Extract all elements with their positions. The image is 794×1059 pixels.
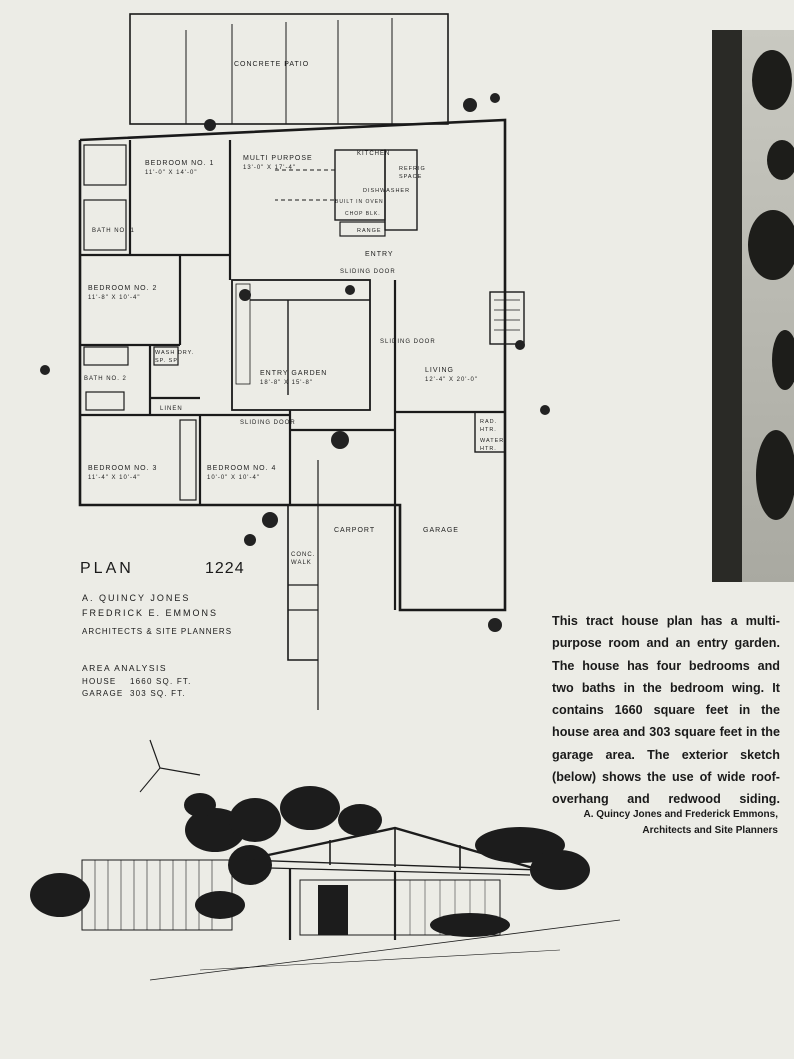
- area-row-garage: GARAGE 303 SQ. FT.: [82, 689, 186, 698]
- area-row-house: HOUSE 1660 SQ. FT.: [82, 677, 192, 686]
- label-water-htr: WATER: [480, 438, 504, 444]
- label-sliding-door-3: SLIDING DOOR: [340, 269, 396, 275]
- label-range: RANGE: [357, 228, 382, 234]
- label-bedroom-4-dim: 10'-0" X 10'-4": [207, 475, 260, 481]
- label-entry-garden-dim: 18'-8" X 15'-8": [260, 380, 313, 386]
- label-multi-purpose: MULTI PURPOSE: [243, 155, 313, 162]
- label-bedroom-2: BEDROOM NO. 2: [88, 285, 157, 292]
- label-bedroom-3-dim: 11'-4" X 10'-4": [88, 475, 140, 481]
- label-entry-garden: ENTRY GARDEN: [260, 370, 327, 377]
- area-value-garage: 303 SQ. FT.: [130, 689, 186, 698]
- architect-line-2: FREDRICK E. EMMONS: [82, 608, 219, 618]
- label-living: LIVING: [425, 367, 454, 374]
- caption-text: This tract house plan has a multi-purpos…: [552, 614, 780, 807]
- area-analysis-title: AREA ANALYSIS: [82, 663, 168, 673]
- exterior-sketch: [30, 739, 621, 981]
- label-dishwasher: DISHWASHER: [363, 188, 410, 194]
- area-label-garage: GARAGE: [82, 689, 124, 698]
- label-living-dim: 12'-4" X 20'-0": [425, 377, 478, 383]
- label-water-htr-2: HTR.: [480, 446, 497, 452]
- area-value-house: 1660 SQ. FT.: [130, 677, 192, 686]
- exterior-photo: [712, 30, 794, 582]
- architect-line-3: ARCHITECTS & SITE PLANNERS: [82, 627, 233, 636]
- label-chop-block: CHOP BLK.: [345, 211, 381, 217]
- caption-credit-line-2: Architects and Site Planners: [642, 825, 778, 836]
- label-refrig: REFRIG: [399, 166, 426, 172]
- label-garage: GARAGE: [423, 527, 459, 534]
- label-wash-dry: WASH DRY.: [155, 350, 194, 356]
- label-rad-htr: RAD.: [480, 419, 497, 425]
- label-conc-walk: CONC.: [291, 552, 315, 558]
- area-label-house: HOUSE: [82, 677, 117, 686]
- label-bedroom-4: BEDROOM NO. 4: [207, 465, 276, 472]
- label-conc-walk-2: WALK: [291, 560, 312, 566]
- label-entry: ENTRY: [365, 251, 394, 258]
- plan-title: PLAN: [80, 560, 134, 577]
- label-sliding-door-2: SLIDING DOOR: [240, 420, 296, 426]
- label-multi-purpose-dim: 13'-0" X 17'-4": [243, 165, 296, 171]
- architect-line-1: A. QUINCY JONES: [82, 593, 191, 603]
- label-bath-2: BATH NO. 2: [84, 376, 127, 382]
- label-bedroom-1: BEDROOM NO. 1: [145, 160, 214, 167]
- label-sliding-door: SLIDING DOOR: [380, 339, 436, 345]
- caption-credit: A. Quincy Jones and Frederick Emmons, Ar…: [518, 807, 778, 839]
- label-kitchen: KITCHEN: [357, 151, 390, 157]
- caption-credit-line-1: A. Quincy Jones and Frederick Emmons,: [583, 809, 778, 820]
- label-carport: CARPORT: [334, 527, 375, 534]
- label-linen: LINEN: [160, 406, 183, 412]
- label-bath-1: BATH NO. 1: [92, 228, 135, 234]
- plan-number: 1224: [205, 560, 245, 577]
- label-oven: BUILT IN OVEN: [335, 199, 384, 205]
- label-bedroom-1-dim: 11'-0" X 14'-0": [145, 170, 197, 176]
- label-bedroom-3: BEDROOM NO. 3: [88, 465, 157, 472]
- label-patio: CONCRETE PATIO: [234, 61, 309, 68]
- label-wash-dry-sp: SP. SP.: [155, 358, 180, 364]
- label-bedroom-2-dim: 11'-8" X 10'-4": [88, 295, 140, 301]
- label-rad-htr-2: HTR.: [480, 427, 497, 433]
- label-refrig-space: SPACE: [399, 174, 422, 180]
